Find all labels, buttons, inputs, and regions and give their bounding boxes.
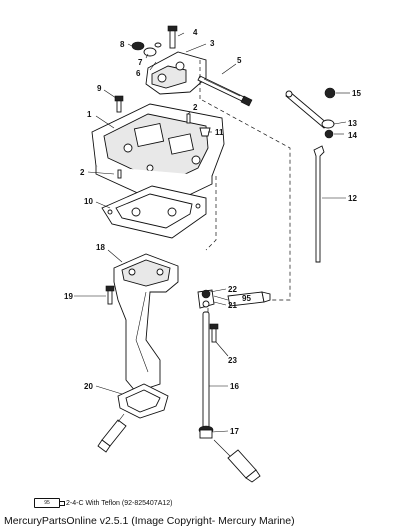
callout-18: 18 [96, 243, 105, 252]
callout-22: 22 [228, 285, 237, 294]
callout-2-upper: 2 [193, 103, 198, 112]
callout-20: 20 [84, 382, 93, 391]
callout-4: 4 [193, 28, 198, 37]
callout-12: 12 [348, 194, 357, 203]
sealant-tube-left [97, 413, 127, 453]
callout-9: 9 [97, 84, 102, 93]
legend-tube-label: 95 [44, 500, 50, 506]
callout-3: 3 [210, 39, 215, 48]
callout-14: 14 [348, 131, 357, 140]
callout-8: 8 [120, 40, 125, 49]
dashed-connection-lines [199, 60, 291, 312]
sealant-tube-icon: 95 [34, 498, 65, 508]
callout-10: 10 [84, 197, 93, 206]
callout-13: 13 [348, 119, 357, 128]
legend-text: 2-4-C With Teflon (92-825407A12) [66, 499, 173, 507]
callout-2-lower: 2 [80, 168, 85, 177]
callout-6: 6 [136, 69, 141, 78]
riser-body [105, 253, 179, 393]
callout-11: 11 [215, 128, 224, 137]
seal-ring [117, 383, 169, 419]
shift-linkage [197, 87, 336, 439]
callout-17: 17 [230, 427, 239, 436]
callout-19: 19 [64, 292, 73, 301]
bracket-assembly [131, 25, 253, 107]
callout-1: 1 [87, 110, 92, 119]
footer-copyright: MercuryPartsOnline v2.5.1 (Image Copyrig… [4, 515, 295, 527]
small-fasteners [114, 95, 211, 179]
sealant-tube-upper: 95 [213, 291, 271, 307]
part-number-callouts: 4 3 5 8 7 6 9 1 2 11 2 10 15 13 14 12 18… [64, 28, 361, 436]
sealant-tube-right [213, 439, 261, 483]
callout-23: 23 [228, 356, 237, 365]
callout-16: 16 [230, 382, 239, 391]
legend: 95 2-4-C With Teflon (92-825407A12) [34, 498, 172, 508]
callout-21: 21 [228, 301, 237, 310]
gasket [101, 185, 207, 239]
callout-5: 5 [237, 56, 242, 65]
tube-label: 95 [242, 294, 251, 303]
callout-15: 15 [352, 89, 361, 98]
callout-7: 7 [138, 58, 143, 67]
callout-leaders [74, 32, 350, 433]
